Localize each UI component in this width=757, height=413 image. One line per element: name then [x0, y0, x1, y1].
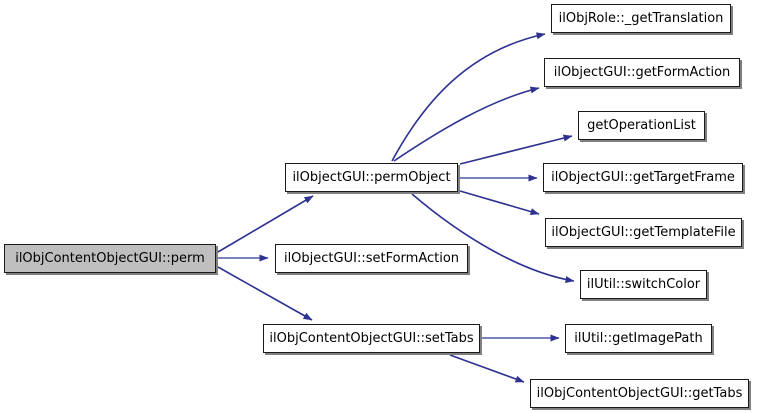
node-getTranslation[interactable]: ilObjRole::_getTranslation: [551, 4, 731, 33]
node-switchColor[interactable]: ilUtil::switchColor: [580, 270, 707, 299]
node-getTargetFrame[interactable]: ilObjectGUI::getTargetFrame: [543, 163, 743, 192]
node-getOperationList[interactable]: getOperationList: [578, 111, 705, 140]
node-perm[interactable]: ilObjContentObjectGUI::perm: [4, 244, 216, 273]
node-label: getOperationList: [587, 118, 696, 133]
node-getTabs[interactable]: ilObjContentObjectGUI::getTabs: [530, 379, 749, 408]
edge-perm-to-setTabs: [217, 266, 313, 321]
node-label: ilObjectGUI::getTemplateFile: [551, 225, 736, 240]
node-getImagePath[interactable]: ilUtil::getImagePath: [565, 324, 712, 353]
node-label: ilObjectGUI::getTargetFrame: [551, 170, 735, 185]
edge-permObject-to-getFormAction: [393, 86, 540, 162]
edge-permObject-to-getOperationList: [459, 134, 573, 165]
edge-permObject-to-getTemplateFile: [459, 190, 540, 215]
node-label: ilObjectGUI::getFormAction: [553, 65, 731, 80]
edge-permObject-to-getTranslation: [391, 32, 546, 162]
node-getFormAction[interactable]: ilObjectGUI::getFormAction: [544, 58, 740, 87]
node-permObject[interactable]: ilObjectGUI::permObject: [285, 163, 458, 192]
node-label: ilObjContentObjectGUI::getTabs: [536, 386, 743, 401]
node-label: ilObjectGUI::permObject: [292, 170, 451, 185]
node-setTabs[interactable]: ilObjContentObjectGUI::setTabs: [263, 324, 480, 353]
node-setFormAction[interactable]: ilObjectGUI::setFormAction: [275, 244, 468, 273]
node-label: ilUtil::switchColor: [586, 277, 701, 292]
node-label: ilObjRole::_getTranslation: [558, 11, 724, 26]
node-label: ilUtil::getImagePath: [574, 331, 703, 346]
edge-setTabs-to-getTabs: [449, 354, 525, 383]
node-label: ilObjectGUI::setFormAction: [283, 251, 460, 266]
node-label: ilObjContentObjectGUI::setTabs: [269, 331, 474, 346]
node-label: ilObjContentObjectGUI::perm: [15, 251, 205, 266]
node-getTemplateFile[interactable]: ilObjectGUI::getTemplateFile: [545, 218, 742, 247]
